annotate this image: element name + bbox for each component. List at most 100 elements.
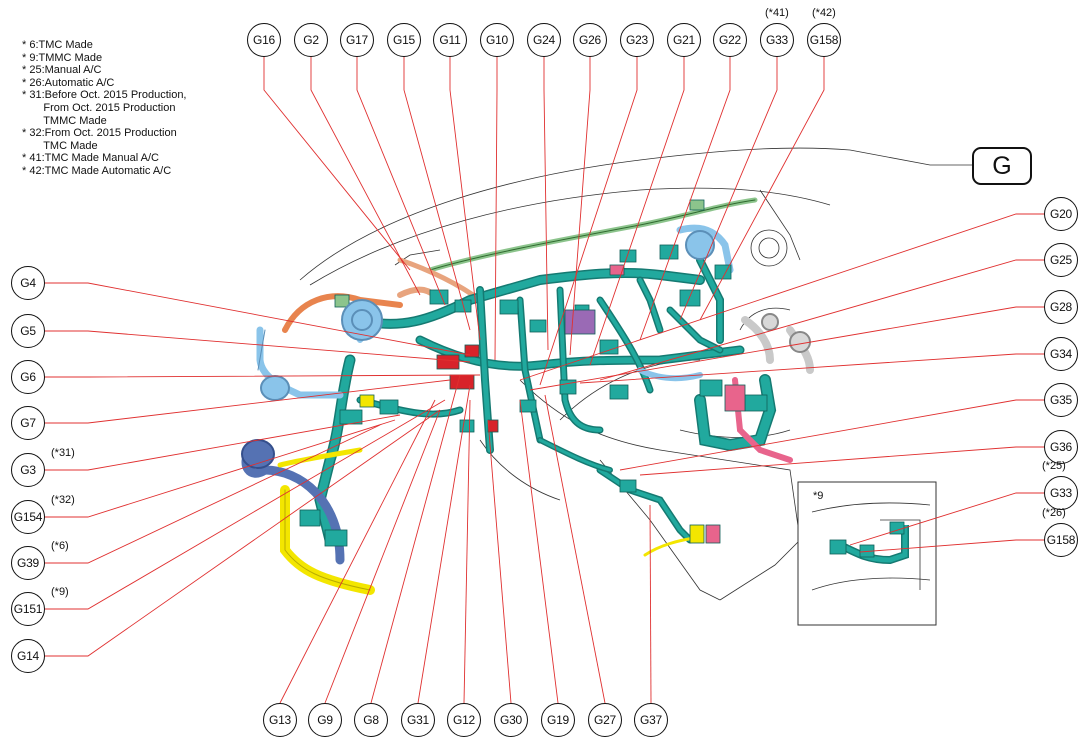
note-item: * 41:TMC Made Manual A/C	[22, 152, 159, 165]
leader-line-g26-top	[569, 57, 591, 356]
leader-line-g25-right	[599, 259, 1044, 381]
connector-callout-g17-top: G17	[340, 23, 374, 57]
note-item: TMC Made	[22, 139, 98, 152]
connector-callout-g7-left: G7	[11, 406, 45, 440]
connector-callout-g8-bottom: G8	[354, 703, 388, 737]
connector-callout-g10-top: G10	[480, 23, 514, 57]
connector-callout-g37-bottom: G37	[634, 703, 668, 737]
connector-callout-g13-bottom: G13	[263, 703, 297, 737]
leader-line-g15-top	[403, 57, 471, 331]
condition-note-g39-left: (*6)	[51, 540, 69, 552]
connector-blocks	[299, 199, 768, 547]
connector-callout-g21-top: G21	[667, 23, 701, 57]
leader-line-g21-top	[589, 57, 685, 366]
connector-callout-g34-right: G34	[1044, 337, 1078, 371]
leader-line-g13-bottom	[279, 399, 436, 704]
leader-line-g27-bottom	[544, 394, 606, 704]
leader-line-g24-top	[543, 57, 549, 351]
condition-note-g33-top: (*41)	[765, 7, 789, 19]
connector-callout-g158-top: G158	[807, 23, 841, 57]
leader-line-g35-right	[619, 399, 1044, 471]
leader-line-g158-right	[859, 539, 1044, 553]
leader-line-g14-left	[45, 409, 441, 657]
connector-callout-g5-left: G5	[11, 314, 45, 348]
connector-callout-g3-left: G3	[11, 453, 45, 487]
note-item: * 31:Before Oct. 2015 Production,	[22, 89, 187, 102]
connector-callout-g33-top: G33	[760, 23, 794, 57]
leader-line-g5-left	[45, 330, 471, 363]
leader-line-g11-top	[449, 57, 481, 341]
leader-line-g39-left	[45, 424, 381, 564]
connector-callout-g151-left: G151	[11, 592, 45, 626]
connector-callout-g158-right: G158	[1044, 523, 1078, 557]
condition-note-g158-top: (*42)	[812, 7, 836, 19]
condition-note-g33-right: (*25)	[1042, 460, 1066, 472]
connector-callout-g22-top: G22	[713, 23, 747, 57]
connector-callout-g26-top: G26	[573, 23, 607, 57]
connector-callout-g28-right: G28	[1044, 290, 1078, 324]
notes-list: * 6:TMC Made * 9:TMMC Made * 25:Manual A…	[22, 39, 187, 178]
condition-note-g3-left: (*31)	[51, 447, 75, 459]
leader-line-g34-right	[579, 353, 1044, 384]
connector-callout-g4-left: G4	[11, 266, 45, 300]
connector-callout-g23-top: G23	[620, 23, 654, 57]
leader-line-g16-top	[263, 57, 411, 271]
connector-callout-g11-top: G11	[433, 23, 467, 57]
connector-callout-g15-top: G15	[387, 23, 421, 57]
leader-line-g31-bottom	[417, 384, 471, 704]
leader-line-g23-top	[539, 57, 638, 386]
leader-line-g4-left	[45, 282, 471, 356]
connector-callout-g35-right: G35	[1044, 383, 1078, 417]
connector-callout-g36-right: G36	[1044, 430, 1078, 464]
connector-callout-g20-right: G20	[1044, 197, 1078, 231]
note-item: * 32:From Oct. 2015 Production	[22, 127, 177, 140]
connector-callout-g6-left: G6	[11, 360, 45, 394]
connector-callout-g19-bottom: G19	[541, 703, 575, 737]
leader-line-g20-right	[519, 213, 1044, 381]
inset-view	[797, 481, 937, 626]
leader-line-g28-right	[529, 306, 1044, 391]
condition-note-g151-left: (*9)	[51, 586, 69, 598]
leader-line-g158-top	[699, 57, 825, 321]
connector-callout-g14-left: G14	[11, 639, 45, 673]
harness-components	[241, 230, 811, 469]
note-item: * 25:Manual A/C	[22, 64, 102, 77]
note-item: * 9:TMMC Made	[22, 51, 103, 64]
leader-line-g17-top	[356, 57, 446, 306]
leader-line-g9-bottom	[324, 409, 441, 704]
connector-callout-g39-left: G39	[11, 546, 45, 580]
note-item: TMMC Made	[22, 114, 107, 127]
connector-callout-g31-bottom: G31	[401, 703, 435, 737]
leader-line-g22-top	[639, 57, 731, 341]
note-item: * 26:Automatic A/C	[22, 76, 115, 89]
note-item: * 6:TMC Made	[22, 39, 93, 51]
connector-callout-g16-top: G16	[247, 23, 281, 57]
inset-label: *9	[813, 490, 824, 502]
leader-line-g8-bottom	[370, 374, 461, 704]
leader-line-g10-top	[494, 57, 498, 361]
note-item: From Oct. 2015 Production	[22, 101, 176, 114]
leader-line-g6-left	[45, 374, 481, 378]
leader-line-g151-left	[45, 399, 446, 610]
connector-callout-g154-left: G154	[11, 500, 45, 534]
leader-line-g37-bottom	[649, 504, 652, 704]
connector-callout-g25-right: G25	[1044, 243, 1078, 277]
leader-line-g7-left	[45, 379, 451, 424]
leader-line-g2-top	[310, 57, 421, 296]
connector-callout-g9-bottom: G9	[308, 703, 342, 737]
connector-callout-g2-top: G2	[294, 23, 328, 57]
leader-line-g33-right	[849, 492, 1044, 546]
leader-line-g3-left	[45, 414, 401, 471]
connector-callout-g30-bottom: G30	[494, 703, 528, 737]
leader-line-g19-bottom	[519, 399, 559, 704]
connector-callout-g24-top: G24	[527, 23, 561, 57]
connector-callout-g12-bottom: G12	[447, 703, 481, 737]
condition-note-g154-left: (*32)	[51, 494, 75, 506]
leader-lines	[45, 57, 1044, 704]
leader-line-g12-bottom	[463, 399, 471, 704]
view-label-box: G	[972, 147, 1032, 185]
leader-line-g36-right	[639, 446, 1044, 476]
condition-note-g158-right: (*26)	[1042, 507, 1066, 519]
